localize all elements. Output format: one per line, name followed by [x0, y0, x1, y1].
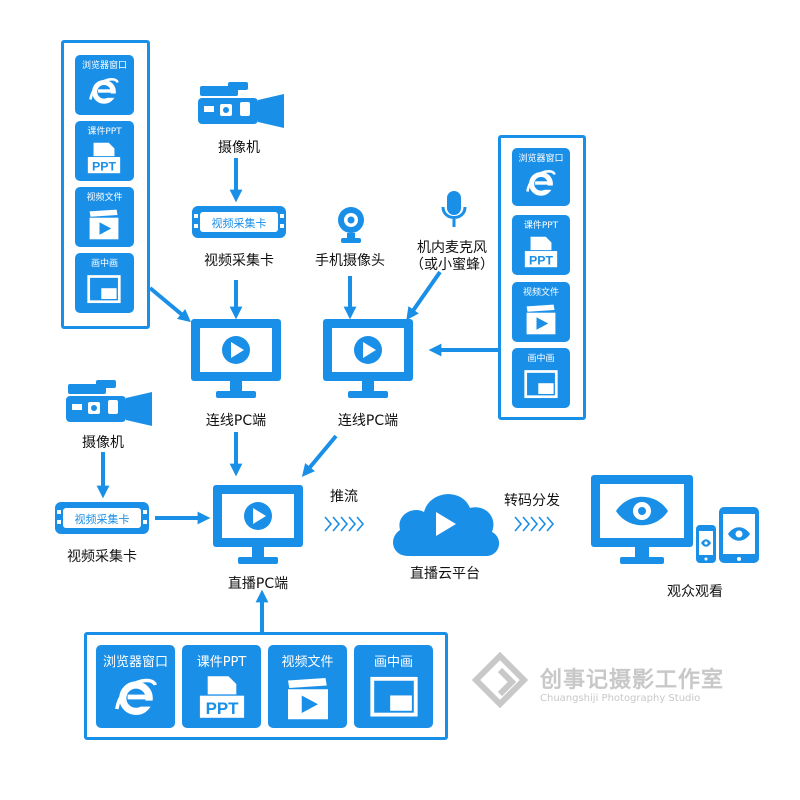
right-tile-pip: 画中画 — [512, 348, 570, 408]
capture-card-top-label: 视频采集卡 — [204, 253, 274, 269]
ppt-icon-text: PPT — [206, 699, 240, 718]
monitor-icon — [191, 319, 281, 398]
push-chevrons — [324, 516, 365, 532]
tile-label: 画中画 — [527, 354, 555, 364]
tile-label: 浏览器窗口 — [81, 61, 127, 71]
monitor-icon — [323, 319, 413, 398]
capture-card-icon — [55, 502, 149, 534]
clapperboard-icon — [526, 304, 556, 335]
right-sources-panel — [498, 135, 586, 420]
picture-in-picture-icon — [370, 676, 418, 717]
pc-right-label: 连线PC端 — [337, 413, 399, 429]
viewer-monitor-icon — [591, 475, 693, 564]
webcam-icon — [338, 207, 364, 243]
transcode-label: 转码分发 — [504, 493, 560, 509]
capture-card-left: 视频采集卡 — [55, 500, 149, 536]
capture-card-text: 视频采集卡 — [211, 217, 267, 230]
bottom-tile-pip: 画中画 — [354, 645, 433, 728]
right-tile-browser: 浏览器窗口 — [512, 148, 570, 206]
clapperboard-icon — [89, 209, 119, 240]
phone-icon — [696, 525, 716, 563]
tile-label: 画中画 — [90, 259, 118, 269]
clapperboard-icon — [288, 678, 328, 720]
ie-icon — [526, 170, 556, 196]
tile-label: 视频文件 — [86, 193, 123, 203]
tile-label: 浏览器窗口 — [102, 655, 168, 670]
watermark-subtitle: Chuangshiji Photography Studio — [540, 693, 701, 704]
camcorder-left-label: 摄像机 — [82, 435, 124, 451]
camcorder-top-label: 摄像机 — [218, 140, 260, 156]
tile-label: 画中画 — [373, 655, 413, 670]
left-tile-video: 视频文件 — [75, 187, 134, 247]
tile-label: 视频文件 — [522, 288, 559, 298]
cloud-label: 直播云平台 — [410, 566, 480, 582]
tile-label: 课件PPT — [87, 127, 122, 137]
transcode-chevrons — [514, 516, 555, 532]
ppt-icon: PPT — [87, 142, 121, 173]
pc-main-label: 直播PC端 — [227, 576, 289, 592]
bottom-tile-browser: 浏览器窗口 — [96, 645, 175, 728]
arrow-sources-to-pc-left — [148, 286, 191, 323]
camcorder-icon — [66, 380, 152, 426]
monitor-icon — [213, 485, 303, 564]
picture-in-picture-icon — [524, 370, 558, 399]
tile-label: 浏览器窗口 — [518, 154, 564, 164]
right-tile-video: 视频文件 — [512, 282, 570, 342]
mic-label-line1: 机内麦克风 — [417, 240, 487, 256]
pc-left-label: 连线PC端 — [205, 413, 267, 429]
right-tile-ppt: 课件PPT PPT — [512, 215, 570, 275]
capture-card-icon — [192, 206, 286, 238]
ppt-icon-text: PPT — [529, 253, 553, 267]
viewers-label: 观众观看 — [667, 584, 723, 600]
left-tile-pip: 画中画 — [75, 253, 134, 313]
left-sources-panel — [61, 40, 150, 329]
bottom-tile-ppt: 课件PPT PPT — [182, 645, 261, 728]
push-label: 推流 — [330, 489, 358, 505]
left-tile-ppt: 课件PPT PPT — [75, 121, 134, 181]
microphone-icon — [441, 191, 467, 227]
ie-icon — [115, 678, 157, 715]
bottom-sources-panel — [84, 632, 448, 740]
capture-card-left-label: 视频采集卡 — [67, 549, 137, 565]
phone-camera-label: 手机摄像头 — [315, 253, 385, 269]
tile-label: 课件PPT — [196, 655, 247, 670]
picture-in-picture-icon — [87, 275, 121, 304]
tablet-icon — [719, 507, 759, 563]
arrow-mic-to-pc-right — [406, 270, 442, 321]
studio-logo-icon — [471, 652, 529, 709]
watermark-title: 创事记摄影工作室 — [540, 668, 725, 693]
capture-card-top: 视频采集卡 — [192, 204, 286, 240]
cloud-icon — [393, 494, 500, 556]
ppt-icon: PPT — [199, 676, 245, 718]
camcorder-icon — [198, 82, 284, 128]
capture-card-text: 视频采集卡 — [74, 513, 130, 526]
arrow-pc-right-to-main — [301, 434, 338, 477]
ppt-icon: PPT — [524, 236, 558, 267]
tile-label: 视频文件 — [281, 655, 334, 670]
mic-label-line2: （或小蜜蜂） — [410, 257, 494, 273]
left-tile-browser: 浏览器窗口 — [75, 55, 134, 115]
tile-label: 课件PPT — [523, 221, 559, 231]
ie-icon — [89, 78, 119, 104]
ppt-icon-text: PPT — [92, 159, 116, 173]
bottom-tile-video: 视频文件 — [268, 645, 347, 728]
